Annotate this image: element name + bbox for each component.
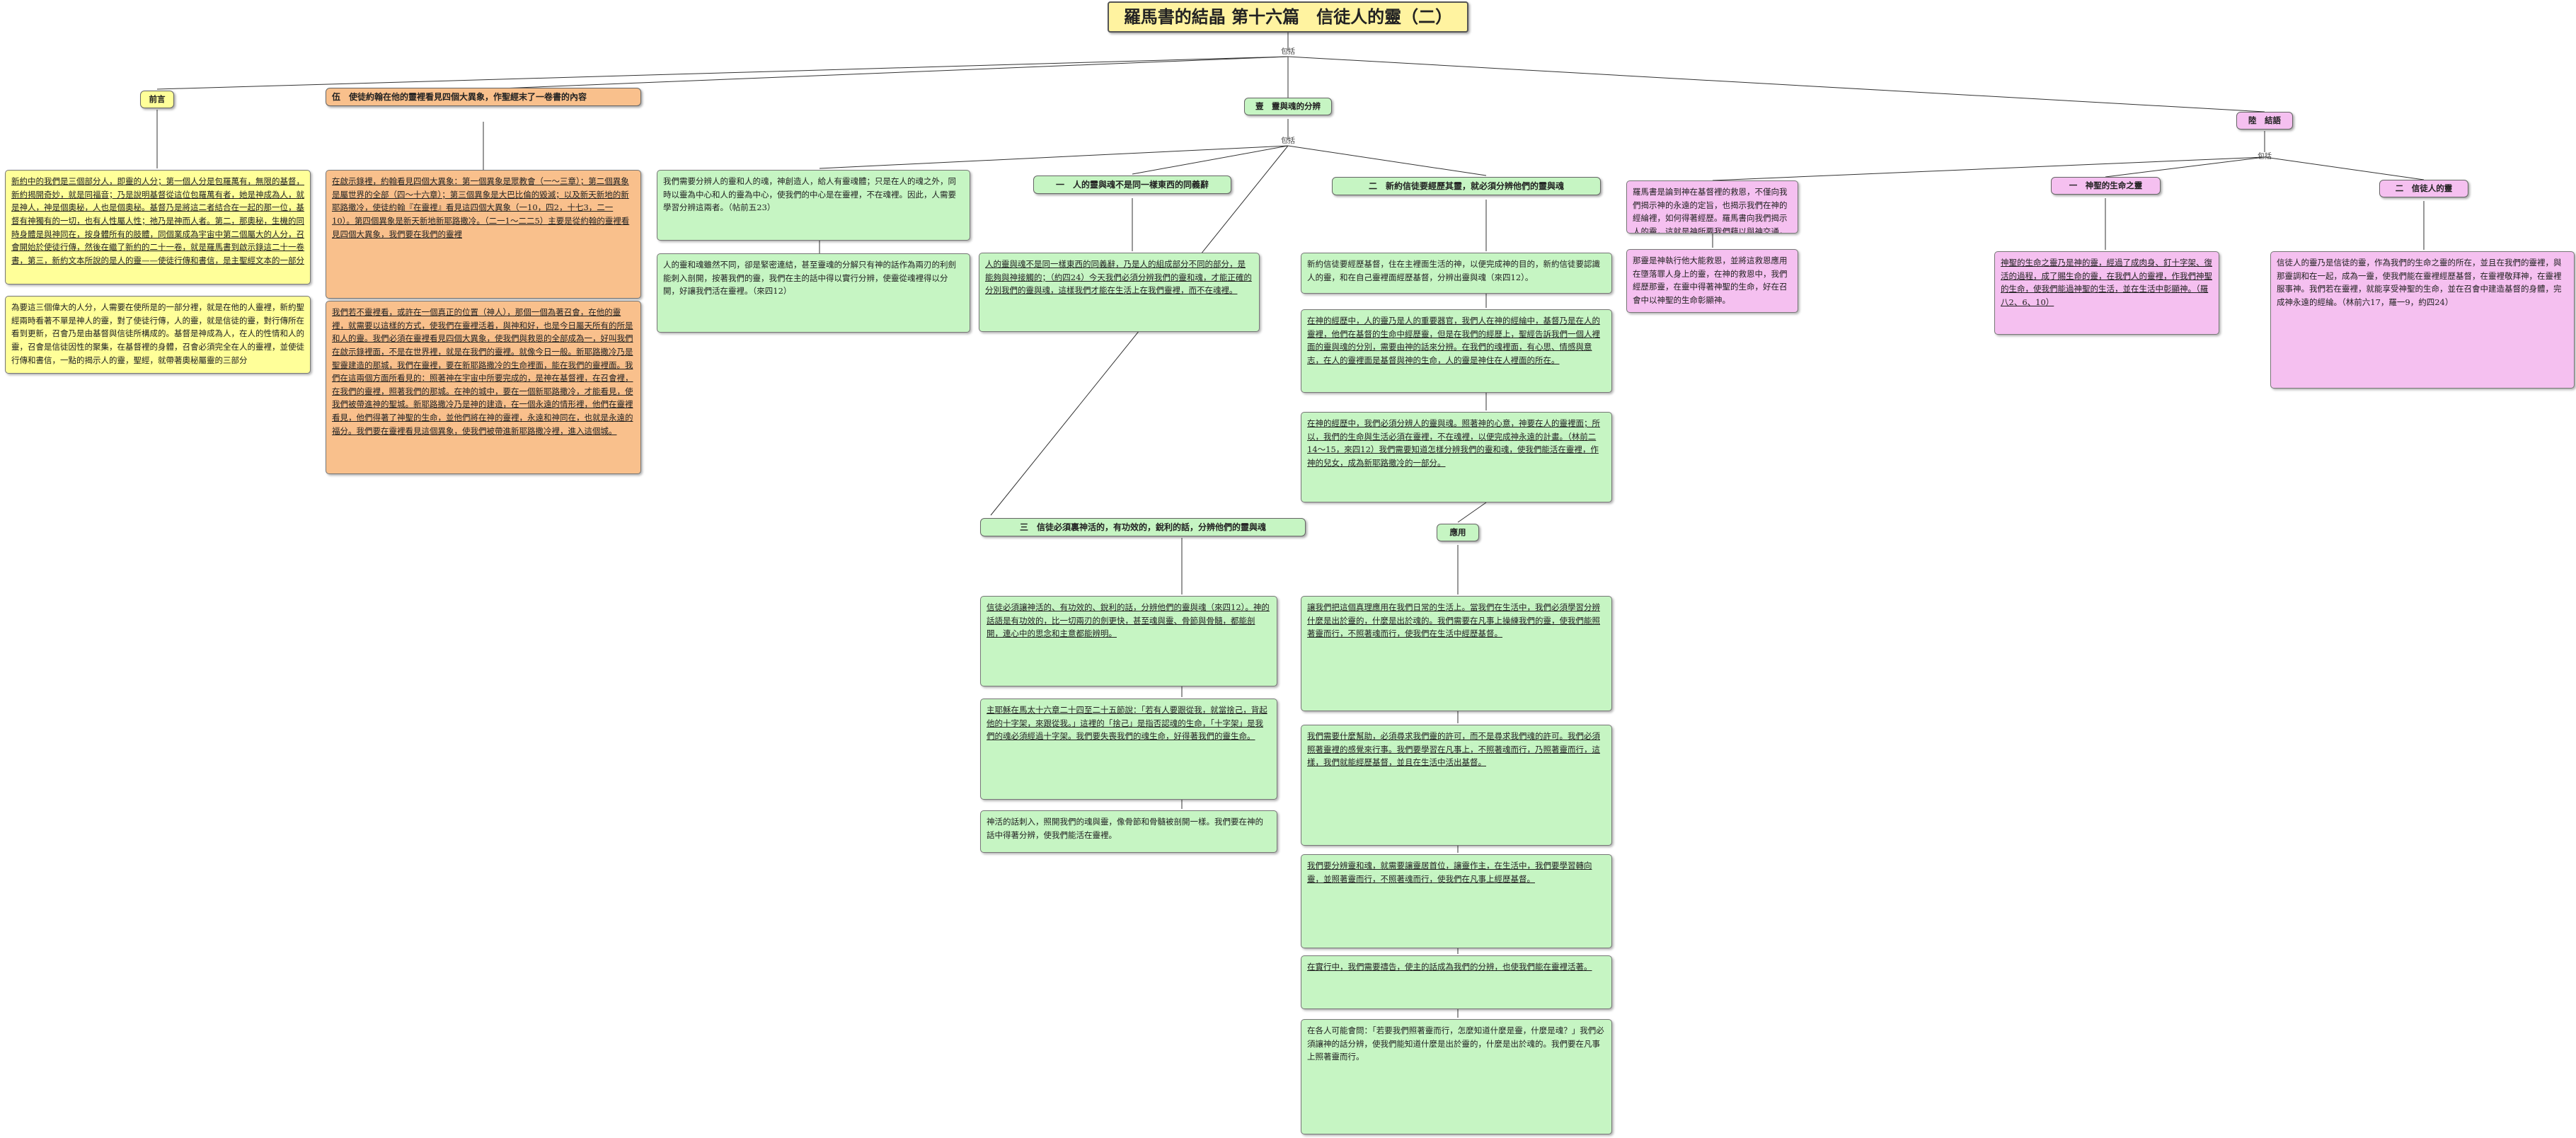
section1-sub2-title[interactable]: 二 新約信徒要經歷其靈，就必須分辨他們的靈與魂 xyxy=(1332,177,1601,195)
section1-sub1-title[interactable]: 一 人的靈與魂不是同一樣東西的同義辭 xyxy=(1033,176,1231,194)
connector-label-includes: 包括 xyxy=(1281,48,1295,56)
section1-sub2-paragraph-1: 新約信徒要經歷基督，住在主裡面生活的神，以便完成神的目的，新約信徒要認識人的靈，… xyxy=(1301,253,1612,294)
section1-sub3-title[interactable]: 三 信徒必須裏神活的，有功效的，銳利的話，分辨他們的靈與魂 xyxy=(980,518,1306,536)
section1-sub3-paragraph-2: 主耶穌在馬太十六章二十四至二十五節說：「若有人要跟從我，就當捨己，背起他的十字架… xyxy=(980,699,1277,800)
section5-title[interactable]: 伍 使徒約翰在他的靈裡看見四個大異象，作聖經末了一卷書的內容 xyxy=(326,88,641,106)
connector-label-includes-2: 包括 xyxy=(1281,137,1295,145)
section6-sub1-title[interactable]: 一 神聖的生命之靈 xyxy=(2051,177,2161,195)
section1-sub2-paragraph-3: 在神的經歷中，我們必須分辨人的靈與魂。照著神的心意，神要在人的靈裡面；所以，我們… xyxy=(1301,412,1612,502)
section1-intro-2: 人的靈和魂雖然不同，卻是緊密連結，甚至靈魂的分解只有神的話作為兩刃的利劍能刺入剖… xyxy=(657,253,970,333)
section6-title[interactable]: 陸 結語 xyxy=(2236,112,2293,130)
section1-sub2-paragraph-2: 在神的經歷中，人的靈乃是人的重要器官，我們人在神的經綸中，基督乃是在人的靈裡，他… xyxy=(1301,309,1612,393)
intro-paragraph-2: 為要這三個偉大的人分，人需要在使所是的一部分裡，就是在他的人靈裡，新約聖經兩時看… xyxy=(5,296,311,374)
section1-title[interactable]: 壹 靈與魂的分辨 xyxy=(1244,98,1332,116)
section1-apply-title[interactable]: 應用 xyxy=(1437,524,1479,542)
section6-sub1-paragraph: 神聖的生命之靈乃是神的靈，經過了成肉身、釘十字架、復活的過程，成了賜生命的靈，在… xyxy=(1994,251,2219,335)
section1-apply-paragraph-4: 在實行中，我們需要禱告，使主的話成為我們的分辨，也使我們能在靈裡活著。 xyxy=(1301,955,1612,1009)
section6-paragraph-1: 羅馬書是論到神在基督裡的救恩，不僅向我們揭示神的永遠的定旨，也揭示我們在神的經綸… xyxy=(1626,180,1798,234)
section6-sub2-title[interactable]: 二 信徒人的靈 xyxy=(2379,180,2468,198)
root-title: 羅馬書的結晶 第十六篇 信徒人的靈（二） xyxy=(1108,1,1468,33)
section1-intro: 我們需要分辨人的靈和人的魂，神創造人，給人有靈魂體；只是在人的魂之外，同時以靈為… xyxy=(657,170,970,241)
section5-paragraph-1: 在啟示錄裡，約翰看見四個大異象：第一個異象是眾教會（一～三章）；第二個異象是屬世… xyxy=(326,170,641,299)
section6-sub2-paragraph: 信徒人的靈乃是信徒的靈，作為我們的生命之靈的所在，並且在我們的靈裡，與那靈調和在… xyxy=(2270,251,2575,389)
section1-apply-paragraph-3: 我們要分辨靈和魂，就需要讓靈居首位，讓靈作主，在生活中，我們要學習轉向靈，並照著… xyxy=(1301,854,1612,948)
intro-paragraph-1: 新約中的我們是三個部分人，即靈的人分；第一個人分是包羅萬有，無限的基督，新約揭開… xyxy=(5,170,311,284)
section1-sub3-paragraph-3: 神活的話刺入，照開我們的魂與靈，像骨節和骨髓被剖開一樣。我們要在神的話中得著分辨… xyxy=(980,810,1277,853)
section1-sub1-paragraph: 人的靈與魂不是同一樣東西的同義辭，乃是人的組成部分不同的部分，是能夠與神接觸的；… xyxy=(979,253,1260,332)
section6-paragraph-2: 那靈是神執行他大能救恩，並將這救恩應用在墮落罪人身上的靈，在神的救恩中，我們經歷… xyxy=(1626,249,1798,313)
section1-apply-paragraph-2: 我們需要什麼幫助，必須尋求我們靈的許可，而不是尋求我們魂的許可。我們必須照著靈裡… xyxy=(1301,725,1612,846)
section1-sub3-paragraph-1: 信徒必須讓神活的、有功效的、銳利的話，分辨他們的靈與魂（來四12）。神的話語是有… xyxy=(980,596,1277,686)
section1-apply-paragraph-1: 讓我們把這個真理應用在我們日常的生活上。當我們在生活中，我們必須學習分辨什麼是出… xyxy=(1301,596,1612,711)
section5-paragraph-2: 我們若不靈裡看，或許在一個真正的位置（神人），那個一個為著召會，在他的靈裡，就需… xyxy=(326,301,641,474)
section1-apply-paragraph-5: 在各人可能會問：「若要我們照著靈而行，怎麼知道什麼是靈，什麼是魂？」我們必須讓神… xyxy=(1301,1019,1612,1134)
connector-label-includes-3: 包括 xyxy=(2258,153,2272,161)
intro-title[interactable]: 前言 xyxy=(140,91,174,109)
